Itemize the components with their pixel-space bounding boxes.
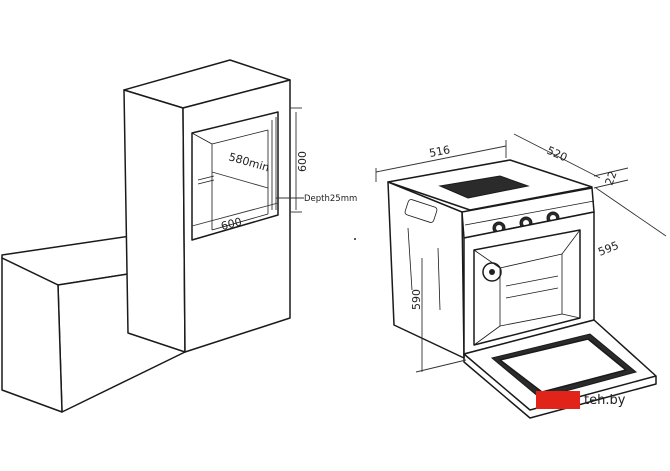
cabinet-drawing: 580min 600 600 Depth25mm [1,59,357,413]
dot-mark [354,238,356,240]
dim-600-width: 600 [220,215,244,233]
dim-590: 590 [410,289,423,310]
oven-side [387,181,465,359]
dim-depth25mm: Depth25mm [304,194,357,204]
dim-600-height: 600 [296,151,309,172]
oven-drawing: 516 520 22 595 590 [375,133,667,419]
watermark-logo-bar [536,391,580,409]
column-side [123,89,186,353]
fan-icon [482,262,502,282]
dim-22: 22 [603,169,620,187]
dim-520: 520 [545,144,569,164]
watermark-text: teh.by [584,392,626,408]
watermark: teh.by [536,390,625,410]
oven-top-vent [438,175,530,199]
dim-595: 595 [596,239,620,259]
base-block-side [1,257,63,413]
dim-516: 516 [428,143,451,160]
